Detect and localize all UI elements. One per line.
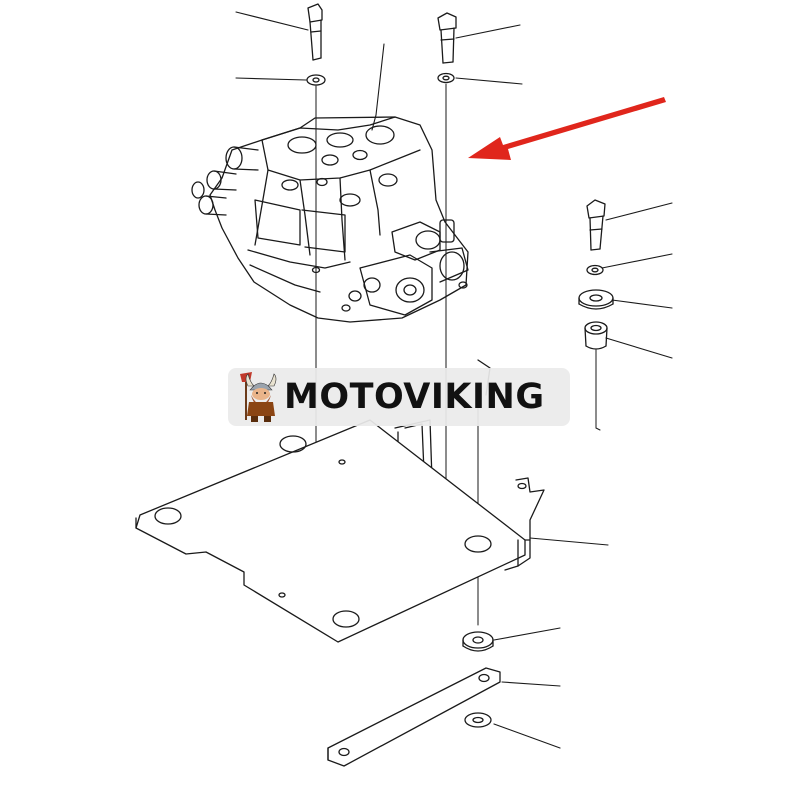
lock-washer-side: [586, 264, 604, 276]
leader-lines: [235, 11, 673, 749]
bolt-left: [307, 3, 323, 61]
valve-right-spools: [341, 219, 469, 316]
washer-side: [578, 289, 614, 310]
washer-lower: [462, 631, 494, 652]
washer-bottom: [464, 712, 492, 728]
control-valve: [191, 116, 469, 323]
valve-left-spools: [191, 146, 259, 216]
collar-side: [584, 321, 608, 350]
link-bar: [327, 667, 501, 767]
washer-right: [437, 72, 455, 84]
red-pointer-arrow: [468, 97, 666, 160]
watermark-badge: MOTOVIKING: [228, 368, 570, 426]
brand-text: MOTOVIKING: [284, 377, 545, 417]
bracket-front: [504, 477, 545, 571]
base-plate: [135, 419, 526, 643]
washer-left: [306, 74, 326, 86]
bolt-side: [586, 199, 606, 251]
viking-mascot-icon: [240, 372, 277, 422]
bolt-right: [437, 12, 457, 64]
mount-hole-mark: [311, 266, 321, 274]
